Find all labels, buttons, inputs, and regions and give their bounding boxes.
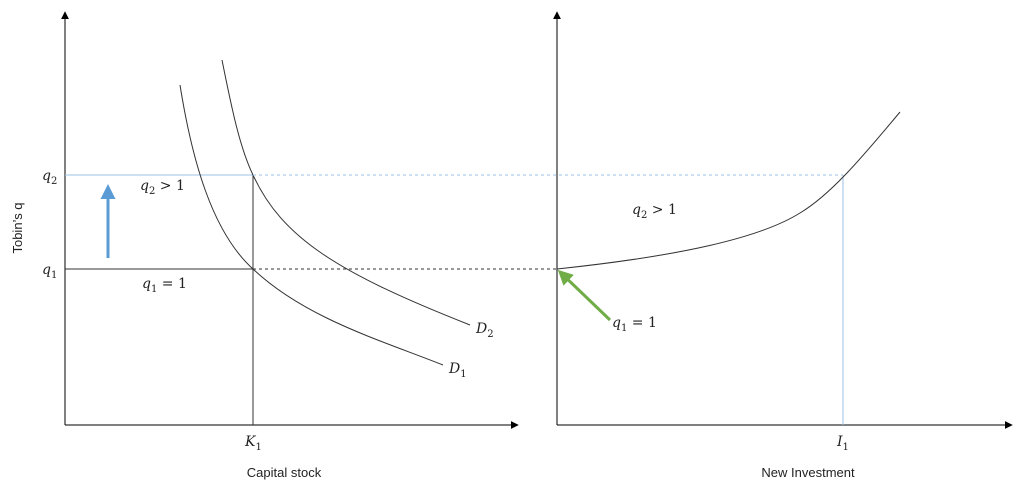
investment-curve (556, 111, 901, 270)
k1-tick-label: K1 (244, 434, 262, 453)
q2-greater-than-one-left: q2 > 1 (140, 178, 185, 197)
q1-equals-one-left: q1 = 1 (142, 276, 187, 295)
d1-label: D1 (448, 361, 467, 380)
left-panel: Tobin’s q q2 q1 K1 q2 > 1 q1 = 1 D1 D2 C… (10, 11, 519, 480)
q1-equals-one-right: q1 = 1 (612, 315, 657, 334)
q2-tick-label: q2 (42, 168, 57, 187)
demand-curve-d2 (221, 59, 471, 326)
right-panel: q2 > 1 q1 = 1 I1 New Investment (553, 11, 1013, 480)
i1-tick-label: I1 (836, 434, 849, 453)
d2-label: D2 (475, 321, 494, 340)
y-axis-label: Tobin’s q (10, 202, 25, 253)
x-axis-label-capital: Capital stock (247, 465, 322, 480)
x-axis-label-investment: New Investment (761, 465, 855, 480)
q1-tick-label: q1 (42, 262, 57, 281)
demand-curve-d1 (179, 84, 444, 366)
q2-greater-than-one-right: q2 > 1 (632, 202, 677, 221)
q1-pointer-arrow (557, 269, 612, 322)
